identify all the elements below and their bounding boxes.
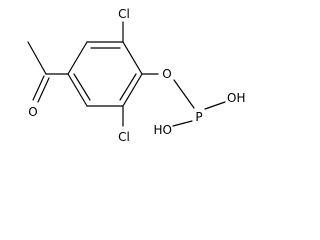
carbonyl-double-bond-b xyxy=(37,77,50,103)
benzene-ring xyxy=(67,41,143,107)
phosphate-group: O P OH HO xyxy=(141,67,245,137)
ring-bond-6 xyxy=(67,41,88,75)
carbonyl-double-bond-a xyxy=(32,75,45,101)
chemical-structure: O Cl Cl O P OH HO xyxy=(27,7,245,144)
carbonyl-oxygen-label: O xyxy=(28,105,37,119)
left-hydroxyl-label: HO xyxy=(154,123,172,137)
ring-inner-bond-3 xyxy=(73,73,91,101)
chlorine-substituents: Cl Cl xyxy=(118,7,130,144)
carbonyl-to-methyl-bond xyxy=(27,41,47,75)
ring-bond-5 xyxy=(67,73,88,107)
phosphorus-label: P xyxy=(195,110,202,124)
bottom-chlorine-label: Cl xyxy=(118,130,130,144)
ether-oxygen-label: O xyxy=(162,67,171,81)
ring-bond-2 xyxy=(122,41,143,75)
right-hydroxyl-label: OH xyxy=(227,91,245,105)
top-chlorine-label: Cl xyxy=(118,7,130,21)
phosphorus-to-left-hydroxyl-bond xyxy=(172,120,193,127)
phosphorus-to-right-hydroxyl-bond xyxy=(204,101,226,110)
ring-bond-3 xyxy=(122,73,143,107)
acetyl-group: O xyxy=(27,41,69,119)
ring-inner-bond-2 xyxy=(119,73,137,101)
oxygen-to-phosphorus-bond xyxy=(173,79,195,109)
